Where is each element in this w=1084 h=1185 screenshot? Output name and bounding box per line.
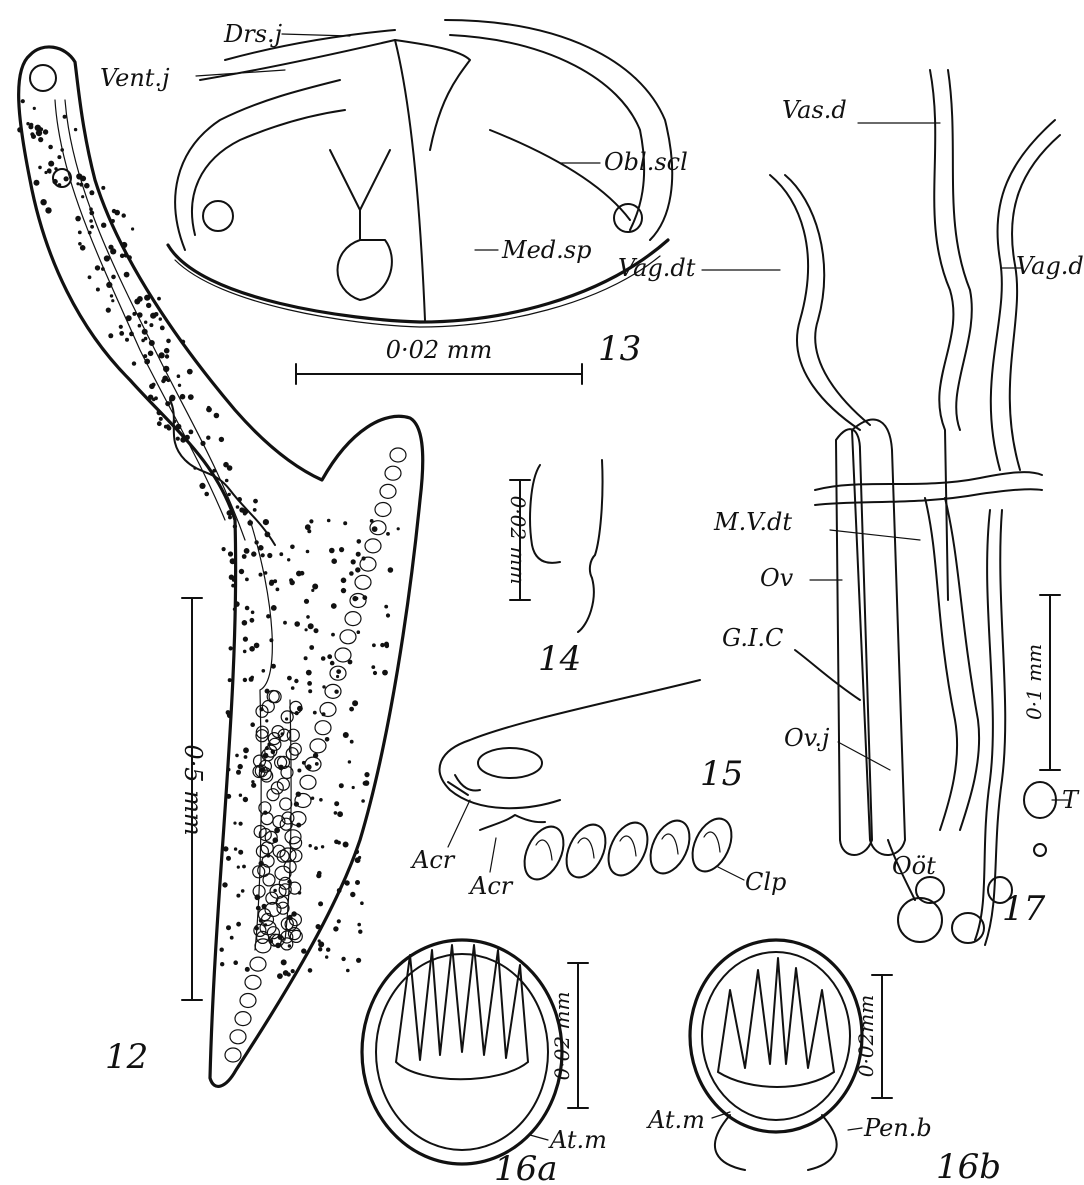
figure-15-haptor: Acr Acr Clp 15 <box>410 680 786 900</box>
scale-bar-12: 0·5 mm <box>179 598 207 1000</box>
scale-bar-14: 0·02 mm <box>506 480 530 600</box>
scale-bar-17: 0·1 mm <box>1022 595 1060 770</box>
leader-clp <box>718 867 744 880</box>
scale-label-14: 0·02 mm <box>506 496 530 585</box>
figure-number-16b: 16b <box>936 1147 1001 1185</box>
ootype <box>898 898 942 942</box>
clamp-base-hatch <box>175 256 660 327</box>
label-med-sp: Med.sp <box>501 236 591 264</box>
label-obl-scl: Obl.scl <box>604 148 688 176</box>
label-mvdt: M.V.dt <box>713 508 792 536</box>
scale-bar-13: 0·02 mm <box>296 336 582 384</box>
label-drs-j: Drs.j <box>223 20 283 48</box>
label-vag-dt-right: Vag.dt <box>1016 252 1084 280</box>
median-spine-y <box>330 150 392 300</box>
left-hinge <box>203 201 233 231</box>
label-vas-d: Vas.d <box>782 96 847 124</box>
figure-number-14: 14 <box>538 639 581 679</box>
scale-label-12: 0·5 mm <box>179 744 207 835</box>
vitellaria-dots <box>17 99 400 979</box>
figure-number-13: 13 <box>598 329 641 369</box>
testis-1 <box>1024 782 1056 818</box>
figure-17-reproductive: Vas.d Vag.dt Vag.dt M.V.dt Ov G.I.C Ov.j… <box>618 70 1084 945</box>
leader-pen-b <box>848 1128 862 1130</box>
vitelline-crossduct <box>815 472 1042 505</box>
hook-right <box>578 460 603 632</box>
label-pen-b: Pen.b <box>863 1114 932 1142</box>
figure-16a-atrium: 0·02 mm At.m 16a <box>362 940 607 1185</box>
testis-2 <box>1034 844 1046 856</box>
figure-13-clamp: Drs.j Vent.j Obl.scl Med.sp 0·02 mm 13 <box>100 20 688 384</box>
label-acr-lower: Acr <box>468 872 514 900</box>
median-vitelline-duct <box>925 498 979 830</box>
label-gic: G.I.C <box>722 624 783 652</box>
large-clamp <box>478 748 542 778</box>
figure-number-17: 17 <box>1002 889 1046 929</box>
testis-3 <box>916 877 944 903</box>
label-testis: T <box>1062 786 1080 814</box>
figure-number-15: 15 <box>700 754 743 794</box>
genito-intestinal-canal <box>795 650 860 700</box>
label-ootype: Oöt <box>892 852 936 880</box>
label-acr-upper: Acr <box>410 846 456 874</box>
acr-lower <box>480 815 545 830</box>
scale-label-16b: 0·02mm <box>854 995 878 1077</box>
figure-12-worm: 0·5 mm 12 <box>17 47 423 1086</box>
figure-number-16a: 16a <box>494 1149 558 1185</box>
haptor-lappet <box>440 680 700 808</box>
leader-vent-j <box>196 70 285 76</box>
leader-drs-j <box>282 34 350 36</box>
left-jaw-inner <box>192 110 345 235</box>
atrial-spines-16a <box>396 945 528 1079</box>
clamp-base-arc <box>168 240 668 322</box>
oral-sucker-left <box>30 65 56 91</box>
scale-label-17: 0·1 mm <box>1022 644 1046 720</box>
penis-bulb <box>715 1115 837 1170</box>
cirrus <box>170 400 275 545</box>
leader-acr-lower <box>490 838 496 872</box>
vas-deferens-2 <box>948 70 972 430</box>
figure-number-12: 12 <box>105 1037 148 1077</box>
median-sclerite-outline <box>395 40 470 320</box>
label-clp: Clp <box>745 868 786 896</box>
clamp-row-15 <box>517 812 739 885</box>
leader-acr-upper <box>448 800 470 847</box>
scale-bar-16b: 0·02mm <box>854 975 892 1098</box>
vaginal-duct-right <box>991 120 1055 470</box>
atrium-outer-16b <box>690 940 862 1132</box>
vaginal-duct-right-2 <box>1010 135 1060 470</box>
label-vent-j: Vent.j <box>100 64 170 92</box>
label-ovj: Ov.j <box>784 724 830 752</box>
leader-ovj <box>838 742 890 770</box>
label-at-m-16b: At.m <box>646 1106 705 1134</box>
figure-16b-atrium: 0·02mm At.m Pen.b 16b <box>646 940 1001 1185</box>
vaginal-duct-left <box>770 175 860 430</box>
leader-at-m-16a <box>530 1135 548 1140</box>
left-jaw <box>175 80 340 250</box>
testes-cluster <box>253 691 303 950</box>
label-vag-dt-left: Vag.dt <box>618 254 696 282</box>
figure-14-hooks: 0·02 mm 14 <box>506 460 603 679</box>
scale-label-16a: 0·02 mm <box>550 992 574 1081</box>
label-ov: Ov <box>760 564 794 592</box>
leader-mvdt <box>830 530 920 540</box>
right-jaw-inner <box>450 35 644 230</box>
atrial-spines-16b <box>718 958 834 1087</box>
hook-left <box>530 465 560 563</box>
scale-label-13: 0·02 mm <box>386 336 493 364</box>
